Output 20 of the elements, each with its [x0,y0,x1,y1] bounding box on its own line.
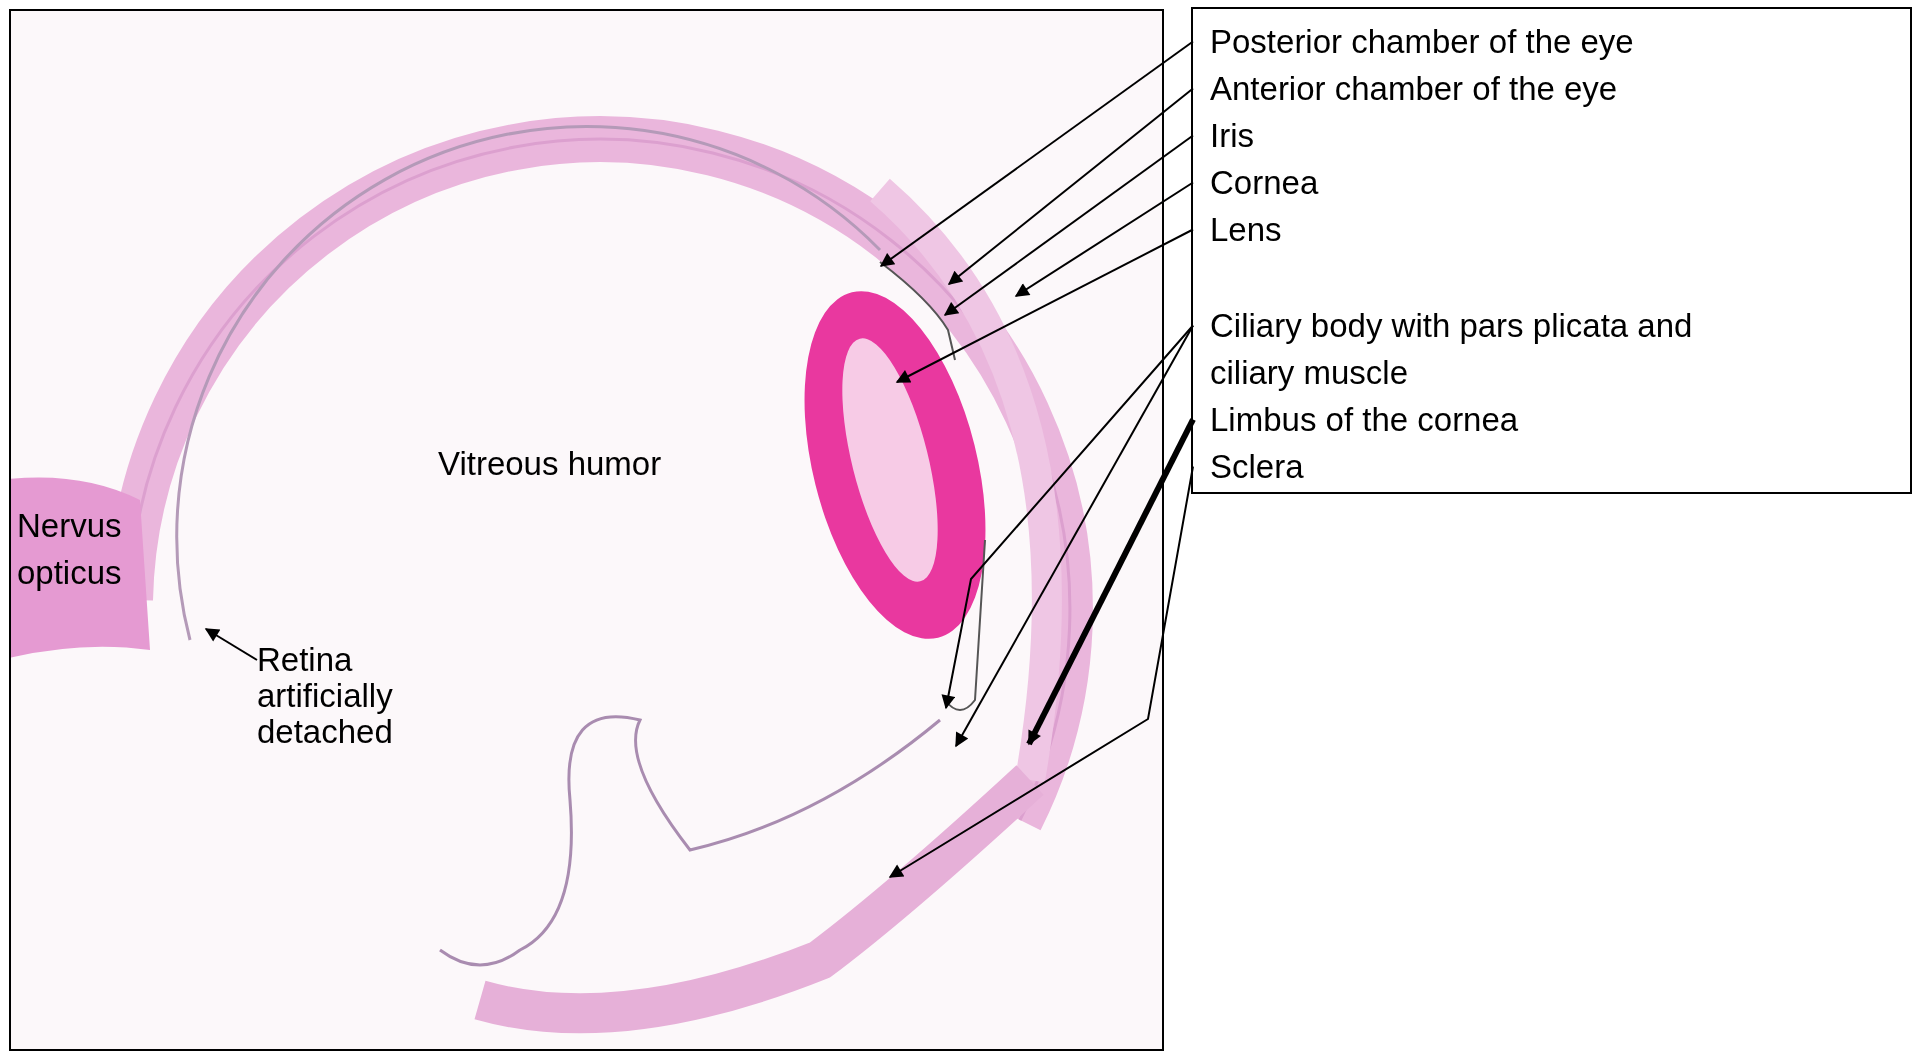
callout-label: Ciliary body with pars plicata and ciliary muscle [1193,302,1753,396]
callout-label: Posterior chamber of the eye [1193,18,1713,65]
leader-line [895,228,1194,383]
callout-label: Lens [1193,206,1713,253]
callout-panel [1191,7,1912,494]
leader-line [879,40,1194,267]
region-label: Nervus opticus [17,506,123,593]
leader-line [943,134,1194,316]
annotation-label: Retina artificially detached [257,642,457,750]
callout-label: Sclera [1193,443,1713,490]
leader-line [1026,418,1196,746]
leader-line [1014,181,1194,297]
callout-label: Iris [1193,112,1713,159]
leader-line [204,628,258,661]
region-label: Vitreous humor [438,444,663,484]
callout-label: Anterior chamber of the eye [1193,65,1713,112]
leader-line [888,465,1194,878]
leader-line [947,87,1194,285]
callout-label: Cornea [1193,159,1713,206]
callout-label: Limbus of the cornea [1193,396,1713,443]
